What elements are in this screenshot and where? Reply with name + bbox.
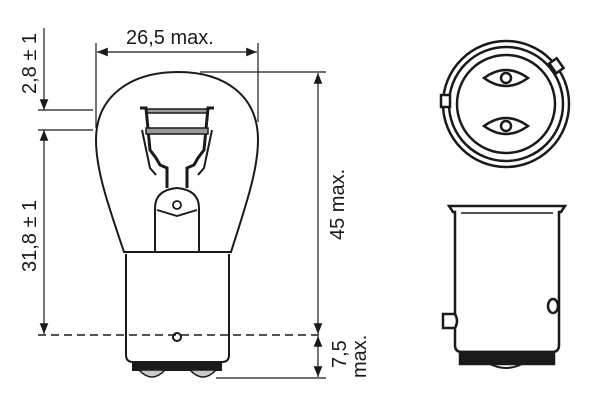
base-sleeve bbox=[124, 251, 232, 363]
contact-upper-icon bbox=[481, 68, 531, 88]
label-top-offset: 2,8 ± 1 bbox=[19, 33, 41, 94]
glass-stem bbox=[154, 186, 200, 252]
glass-envelope bbox=[94, 70, 260, 253]
label-width: 26,5 max. bbox=[126, 27, 214, 49]
contact-right bbox=[188, 369, 218, 378]
bayonet-pin-left bbox=[441, 312, 459, 330]
filament-upper bbox=[146, 108, 208, 114]
bayonet-pin bbox=[172, 332, 182, 342]
label-filament-height: 31,8 ± 1 bbox=[19, 200, 41, 272]
base-bottom-plate bbox=[132, 361, 222, 371]
label-overall-length: 45 max. bbox=[327, 169, 349, 240]
base-end-view bbox=[439, 39, 571, 169]
bayonet-lug-left bbox=[439, 93, 452, 109]
filament-support bbox=[140, 106, 214, 188]
bayonet-pin-right bbox=[546, 297, 560, 315]
contact-lower-icon bbox=[481, 116, 531, 136]
label-contact-length-suffix: max. bbox=[349, 335, 371, 378]
bulb-side-view bbox=[94, 70, 260, 378]
label-contact-length: 7,5 bbox=[329, 340, 351, 368]
bayonet-lug-right bbox=[547, 56, 566, 75]
filament-lower bbox=[145, 127, 209, 135]
contact-left bbox=[137, 369, 167, 378]
base-side-view bbox=[441, 204, 568, 369]
